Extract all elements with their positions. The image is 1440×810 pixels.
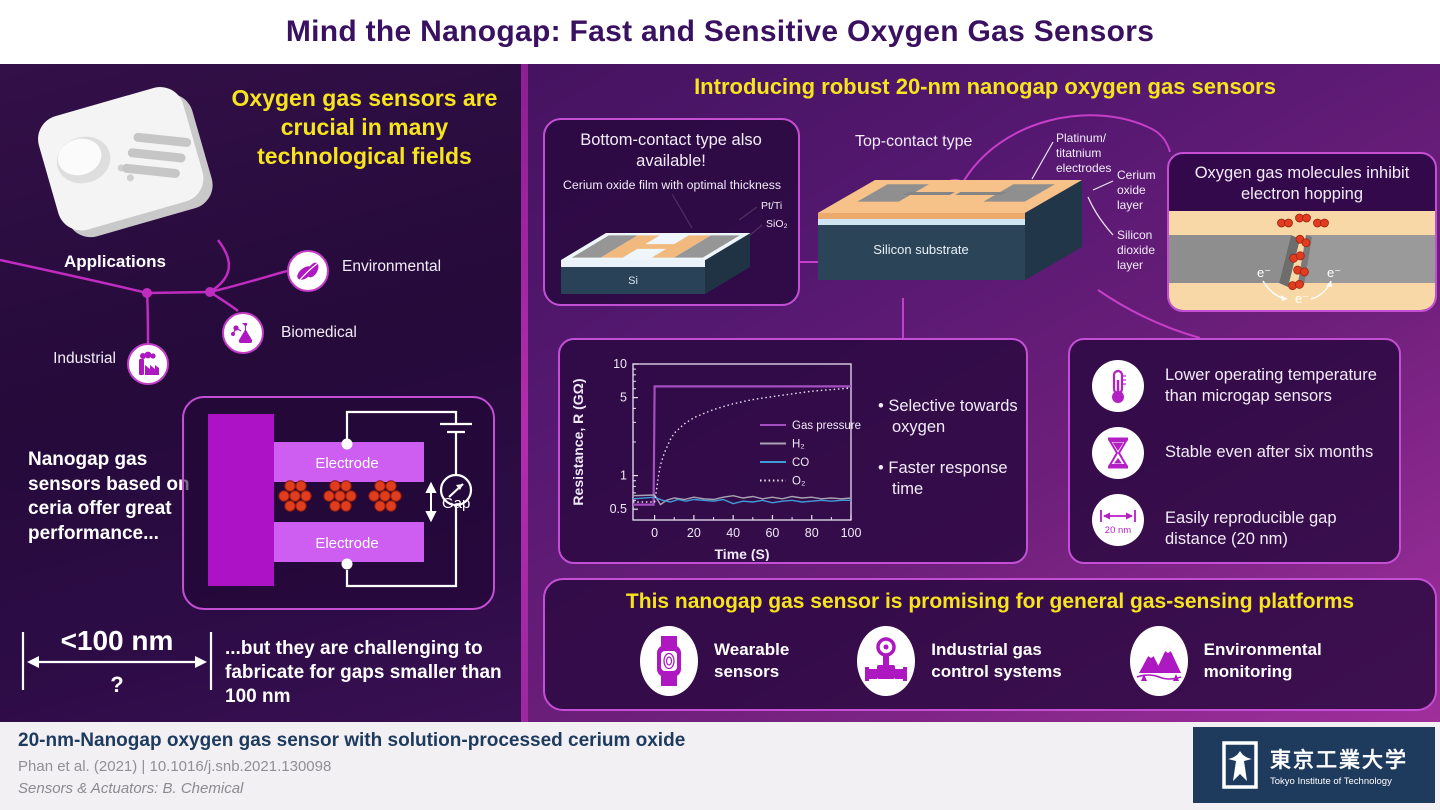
bottom-contact-chip: Si [561,233,751,294]
top-contact-chip: Silicon substrate [817,180,1083,280]
valve-icon [865,637,908,681]
leaf-icon [297,262,319,282]
electron-center: e⁻ [1295,291,1309,306]
banner-item-wearable: Wearable sensors [640,626,789,696]
result-bullet-1: • Selective towards oxygen [878,397,1018,437]
thermometer-icon [1112,369,1126,403]
electrode-bottom-label: Electrode [315,535,378,552]
smartwatch-icon [657,636,681,686]
flask-icon [231,323,253,344]
banner-items: Wearable sensors Industrial gas co [640,626,1400,696]
logo-text-jp: 東京工業大学 [1270,748,1408,772]
panel-divider [521,64,528,722]
page-title: Mind the Nanogap: Fast and Sensitive Oxy… [285,15,1155,48]
electrodes-label: Platinum/ titatnium electrodes [1056,131,1112,175]
tokyo-tech-mark-icon [1222,741,1258,789]
paper-citation: Phan et al. (2021) | 10.1016/j.snb.2021.… [18,758,332,775]
hourglass-icon [1108,437,1128,469]
electron-hopping-illustration: e⁻ e⁻ e⁻ [1169,211,1435,310]
svg-text:H₂: H₂ [792,439,805,451]
title-bar: Mind the Nanogap: Fast and Sensitive Oxy… [0,0,1440,64]
silicon-dioxide-label: Silicon dioxide layer [1117,228,1156,272]
svg-text:Resistance, R (GΩ): Resistance, R (GΩ) [570,378,586,505]
banner-label-industrial: Industrial gas control systems [931,639,1062,681]
benefit-icon-3: 20 nm [1092,494,1144,546]
banner-label-environmental: Environmental monitoring [1203,639,1322,681]
svg-text:100: 100 [841,526,862,540]
scale-question: ? [110,672,123,697]
industrial-node [127,343,169,385]
top-contact-title: Top-contact type [855,133,973,150]
biomedical-label: Biomedical [281,324,357,341]
nanogap-electrode-diagram: Electrode Electrode [208,410,473,588]
nanogap-statement: Nanogap gas sensors based on ceria offer… [28,449,190,545]
ceria-molecules [278,480,402,512]
svg-text:40: 40 [726,526,740,540]
benefit-text-2: Stable even after six months [1165,443,1374,461]
right-headline: Introducing robust 20-nm nanogap oxygen … [694,74,1276,99]
industrial-label: Industrial [53,350,116,367]
sio2-label: SiO₂ [766,218,788,230]
left-headline: Oxygen gas sensors are crucial in many t… [231,85,498,169]
banner-item-environmental: Environmental monitoring [1129,626,1322,696]
svg-text:0.5: 0.5 [610,502,627,516]
biomedical-node [222,312,264,354]
banner-title: This nanogap gas sensor is promising for… [625,590,1355,613]
svg-text:0: 0 [651,526,658,540]
benefit-text-1: Lower operating temperature than microga… [1165,366,1377,406]
substrate-label: Silicon substrate [873,242,968,257]
si-label: Si [628,275,638,287]
result-bullet-2: • Faster response time [878,459,1008,499]
gas-sensor-device-illustration [38,87,213,238]
ptti-label: Pt/Ti [761,200,783,212]
oxygen-box-title: Oxygen gas molecules inhibit electron ho… [1194,164,1410,203]
gap-badge: 20 nm [1105,525,1131,536]
svg-text:60: 60 [765,526,779,540]
gap-distance-icon: 20 nm [1100,510,1136,536]
benefit-icon-1 [1092,360,1144,412]
banner-item-industrial: Industrial gas control systems [857,626,1062,696]
electron-right: e⁻ [1327,265,1341,280]
svg-text:1: 1 [620,469,627,483]
benefits-box: Lower operating temperature than microga… [1068,338,1401,564]
svg-text:5: 5 [620,391,627,405]
gap-label: Gap [442,495,470,512]
scale-value: <100 nm [61,625,174,656]
bottom-contact-box: Bottom-contact type also available! Ceri… [543,118,800,306]
environmental-node [287,250,329,292]
circuit-wire [345,410,473,588]
svg-text:O₂: O₂ [792,476,805,488]
svg-text:10: 10 [613,357,627,371]
environmental-label: Environmental [342,258,442,275]
bottom-contact-title: Bottom-contact type also available! [580,131,762,170]
banner-label-wearable: Wearable sensors [714,639,790,681]
svg-text:Time (S): Time (S) [715,546,770,561]
oxygen-molecules [1277,213,1329,291]
svg-text:Gas pressure: Gas pressure [792,420,861,432]
svg-text:20: 20 [687,526,701,540]
svg-text:CO: CO [792,457,809,469]
scale-arrow-group: <100 nm ? [21,625,213,697]
electron-left: e⁻ [1257,265,1271,280]
factory-icon [139,351,159,375]
mountains-icon [1136,645,1181,681]
challenge-text: ...but they are challenging to fabricate… [225,638,502,707]
bottom-contact-caption: Cerium oxide film with optimal thickness [563,178,781,192]
logo-text-en: Tokyo Institute of Technology [1270,775,1392,787]
cerium-layer-label: Cerium oxide layer [1117,168,1156,212]
svg-text:80: 80 [805,526,819,540]
paper-journal: Sensors & Actuators: B. Chemical [18,780,244,797]
paper-title: 20-nm-Nanogap oxygen gas sensor with sol… [18,730,686,751]
benefit-text-3: Easily reproducible gap distance (20 nm) [1165,509,1337,549]
benefit-icon-2 [1092,427,1144,479]
tokyo-tech-logo: 東京工業大学 Tokyo Institute of Technology [1193,727,1435,803]
applications-label: Applications [63,252,166,271]
electrode-top-label: Electrode [315,455,378,472]
nanogap-diagram-box: Electrode Electrode [182,396,495,610]
oxygen-hopping-box: Oxygen gas molecules inhibit electron ho… [1167,152,1437,312]
applications-banner: This nanogap gas sensor is promising for… [543,578,1437,711]
